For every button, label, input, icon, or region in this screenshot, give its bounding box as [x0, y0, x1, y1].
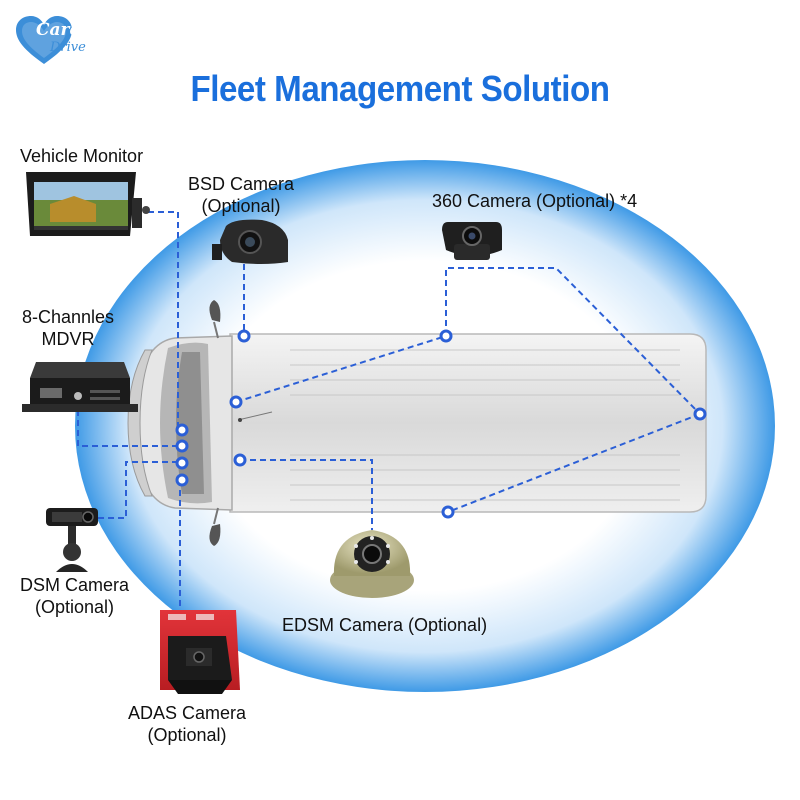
- connection-points: [175, 329, 707, 519]
- vehicle-monitor-label-text: Vehicle Monitor: [20, 146, 144, 166]
- point-360-right: [693, 407, 707, 421]
- van-top-view-icon: [127, 300, 707, 546]
- point-adas: [175, 473, 189, 487]
- edsm-camera-label: EDSM Camera (Optional): [282, 614, 487, 636]
- edsm-camera-label-text: EDSM Camera (Optional): [282, 615, 488, 635]
- dsm-camera-label-text: DSM Camera: [20, 575, 130, 595]
- dvr-box-icon: [22, 362, 138, 412]
- adas-camera-label: ADAS Camera (Optional): [128, 702, 246, 746]
- connector-mdvr: [77, 400, 180, 447]
- point-edsm: [233, 453, 247, 467]
- mdvr-label: 8-Channles MDVR: [22, 306, 114, 350]
- mdvr-sublabel: MDVR: [41, 329, 95, 349]
- mini-camera-icon: [442, 222, 502, 260]
- page-title: Fleet Management Solution: [190, 68, 610, 109]
- camera-360-label-text: 360 Camera (Optional) *4: [432, 191, 638, 211]
- windshield-camera-icon: [160, 610, 240, 694]
- connector-360-right: [447, 413, 701, 513]
- point-mdvr: [175, 423, 189, 437]
- dome-camera-icon: [330, 530, 414, 598]
- dsm-camera-sublabel: (Optional): [35, 597, 115, 617]
- connector-edsm: [240, 459, 373, 530]
- dsm-camera-label: DSM Camera (Optional): [20, 574, 129, 618]
- brand-line2: Drive: [50, 40, 86, 55]
- point-bsd: [237, 329, 251, 343]
- point-360-left: [229, 395, 243, 409]
- point-dsm: [175, 456, 189, 470]
- connector-dsm: [98, 461, 180, 519]
- connector-lines: [77, 211, 701, 612]
- point-360-bottom: [441, 505, 455, 519]
- point-360-top: [439, 329, 453, 343]
- camera-360-label: 360 Camera (Optional) *4: [432, 190, 637, 212]
- heart-logo-icon: [16, 16, 72, 64]
- bsd-camera-sublabel: (Optional): [201, 196, 281, 216]
- bsd-camera-label-text: BSD Camera: [188, 174, 295, 194]
- monitor-icon: [26, 172, 150, 236]
- point-monitor: [175, 439, 189, 453]
- brand-line1: Care: [36, 20, 81, 40]
- connector-360-top: [445, 267, 701, 415]
- connector-monitor: [148, 211, 179, 430]
- adas-camera-label-text: ADAS Camera: [128, 703, 247, 723]
- side-camera-icon: [212, 219, 288, 264]
- connector-360-left: [235, 335, 447, 403]
- mdvr-label-text: 8-Channles: [22, 307, 115, 327]
- bsd-camera-label: BSD Camera (Optional): [188, 173, 294, 217]
- brand-logo: [14, 14, 104, 69]
- driver-camera-icon: [46, 508, 98, 572]
- vehicle-monitor-label: Vehicle Monitor: [20, 145, 143, 167]
- adas-camera-sublabel: (Optional): [147, 725, 227, 745]
